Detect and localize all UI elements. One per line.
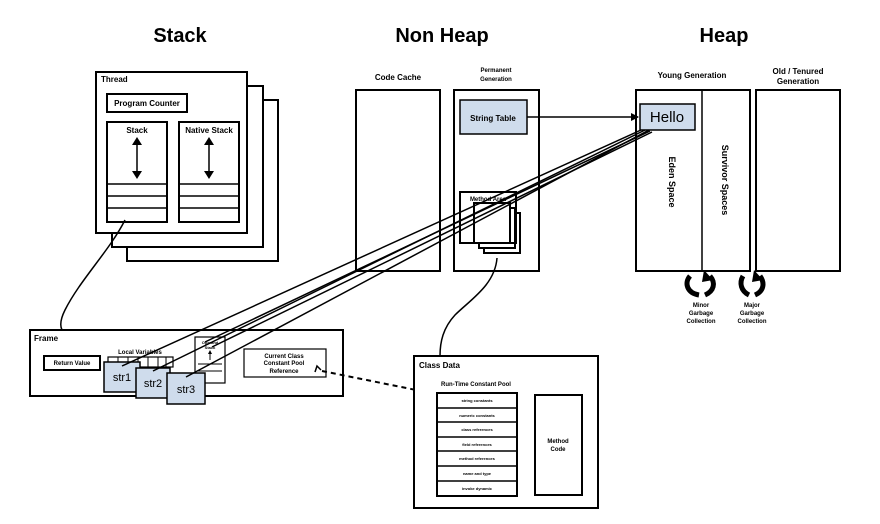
- major-gc-label-3: Collection: [737, 319, 766, 325]
- young-generation-panel: Young Generation Hello Eden Space Surviv…: [635, 71, 751, 272]
- constant-pool-reference-label-1: Current Class: [264, 354, 304, 360]
- program-counter-label: Program Counter: [114, 99, 180, 108]
- string-table-box: [459, 99, 528, 135]
- thread-frame-connector: [60, 219, 126, 331]
- operand-hello-reference-2: [211, 131, 653, 348]
- pool-item: string constants: [461, 398, 493, 403]
- constant-pool-reference-label-2: Constant Pool: [264, 361, 305, 367]
- constant-pool-list: string constants numeric constants class…: [436, 392, 518, 497]
- survivor-spaces-label: Survivor Spaces: [720, 145, 730, 216]
- major-gc-label-1: Major: [744, 303, 761, 309]
- major-gc-arrow-icon: [738, 270, 766, 298]
- pool-item: name and type: [463, 471, 492, 476]
- str3-box: [166, 372, 206, 405]
- pool-item: field references: [462, 442, 492, 447]
- class-data-label: Class Data: [419, 361, 460, 370]
- string-table-label: String Table: [470, 114, 516, 123]
- eden-space-label: Eden Space: [667, 156, 677, 207]
- return-value-box: [43, 355, 101, 371]
- method-area-classdata-connector: [439, 257, 498, 357]
- operand-hello-reference: [204, 130, 651, 343]
- old-generation-panel: Old / Tenured Generation: [755, 67, 841, 272]
- pool-item: numeric constants: [459, 413, 495, 418]
- minor-gc-arrow-icon: [684, 270, 716, 298]
- old-generation-label-2: Generation: [777, 77, 819, 86]
- method-area-box: [459, 191, 517, 244]
- method-code-label-2: Code: [551, 447, 567, 453]
- str1-box: [103, 361, 141, 393]
- native-stack-box: Native Stack: [178, 121, 240, 223]
- thread-label: Thread: [101, 75, 128, 84]
- non-heap-heading: Non Heap: [395, 25, 488, 47]
- pool-item: method references: [459, 456, 496, 461]
- local-variables-label: Local Variables: [118, 350, 162, 356]
- pool-item: invoke dynamic: [462, 486, 493, 491]
- minor-gc-label-1: Minor: [693, 303, 710, 309]
- str2-label: str2: [144, 378, 162, 390]
- code-cache-label: Code Cache: [375, 73, 422, 82]
- hello-box: [639, 103, 696, 131]
- heap-heading: Heap: [700, 25, 749, 47]
- minor-gc-label-3: Collection: [686, 319, 715, 325]
- str3-label: str3: [177, 384, 195, 396]
- class-data-panel: Class Data Run-Time Constant Pool string…: [413, 355, 599, 509]
- permanent-generation-panel: Permanent Generation String Table Method…: [453, 68, 540, 272]
- pool-item: class references: [461, 427, 493, 432]
- permanent-generation-label-2: Generation: [480, 77, 512, 83]
- str1-label: str1: [113, 372, 131, 384]
- native-stack-label: Native Stack: [185, 126, 233, 135]
- program-counter-box: [106, 93, 188, 113]
- old-generation-label-1: Old / Tenured: [773, 67, 824, 76]
- constant-pool-reference-box: [243, 348, 327, 378]
- method-code-box: [534, 394, 583, 496]
- frame-label: Frame: [34, 334, 59, 343]
- constant-pool-reference-label-3: Reference: [269, 369, 299, 375]
- young-generation-label: Young Generation: [658, 71, 727, 80]
- permanent-generation-label-1: Permanent: [480, 68, 511, 74]
- thread-panel: Thread Program Counter Stack Native Stac…: [95, 71, 279, 262]
- method-code-label-1: Method: [547, 439, 569, 445]
- java-stack-label: Stack: [126, 126, 148, 135]
- constant-pool-title: Run-Time Constant Pool: [441, 382, 511, 388]
- stack-heading: Stack: [153, 25, 207, 47]
- return-value-label: Return Value: [54, 361, 91, 367]
- operand-stack-label-2: Stack: [205, 345, 216, 350]
- major-gc-label-2: Garbage: [740, 311, 765, 317]
- str1-hello-reference: [121, 129, 642, 367]
- minor-gc-label-2: Garbage: [689, 311, 714, 317]
- hello-label: Hello: [650, 109, 684, 126]
- java-stack-box: Stack: [106, 121, 168, 223]
